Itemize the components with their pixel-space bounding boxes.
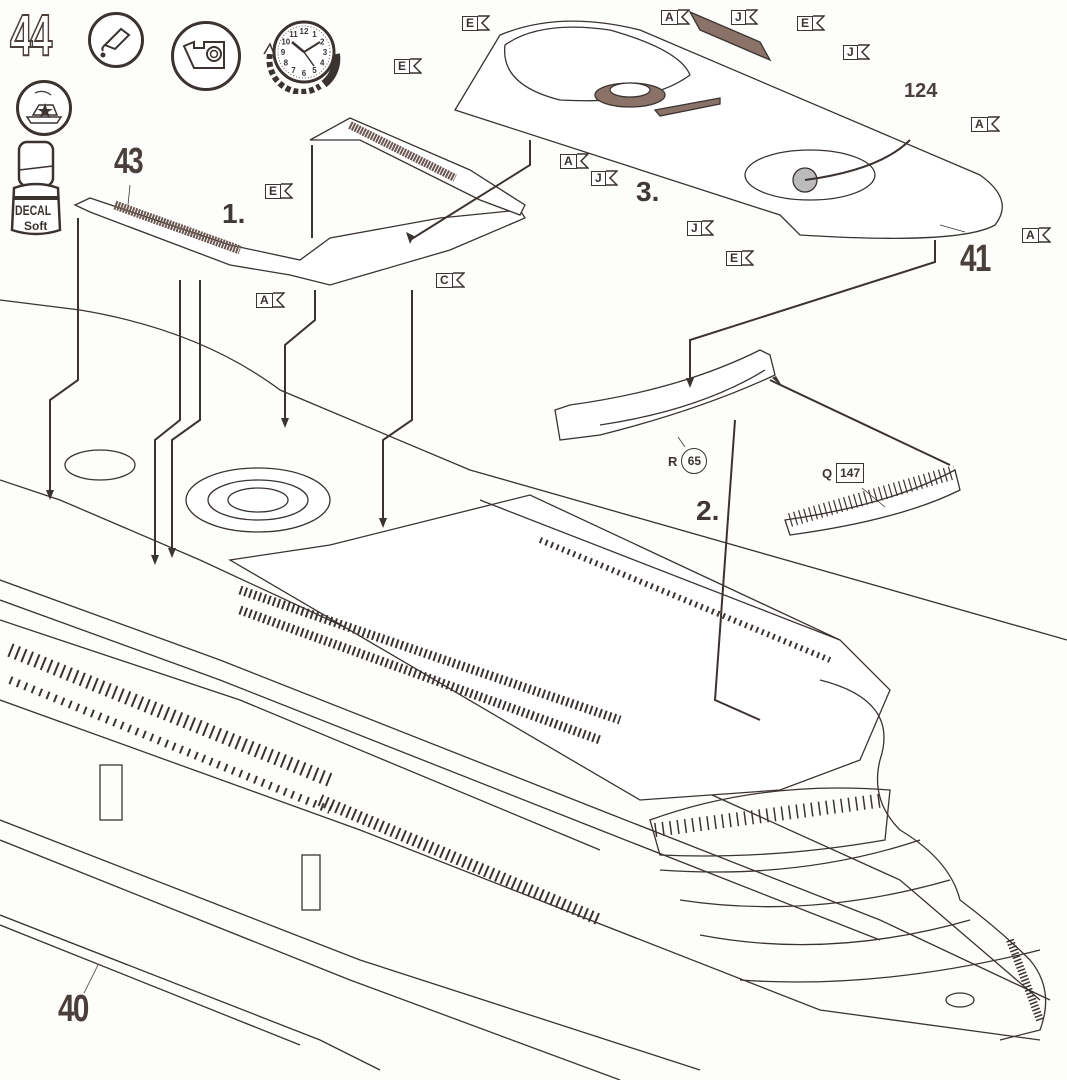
flag-letter: E [726,250,743,266]
clock-numeral: 9 [281,48,286,57]
clock-numeral: 6 [302,69,307,78]
flag-letter: A [560,153,577,169]
part-number-40: 40 [58,988,89,1030]
step-number: 44 [9,2,53,69]
color-flag-a: A [1022,227,1051,243]
color-flag-j: J [843,44,870,60]
reference-r65: R 65 [668,448,708,474]
flag-tail-icon [281,183,294,199]
flag-tail-icon [987,116,1000,132]
color-flag-a: A [971,116,1000,132]
color-flag-j: J [591,170,618,186]
clock-numeral: 5 [312,66,317,75]
flag-letter: C [436,272,453,288]
soft-label: Soft [24,219,48,233]
part-number-124: 124 [904,80,938,102]
clock-numeral: 12 [300,27,309,36]
color-flag-e: E [265,183,294,199]
clock-numeral: 1 [312,30,317,39]
flag-letter: E [462,15,479,31]
clock-numeral: 2 [320,38,325,47]
sub-step-2: 2. [696,495,720,526]
color-flag-e: E [726,250,755,266]
reference-letter: Q [822,465,833,481]
clock-numeral: 4 [320,59,325,68]
clock-numeral: 10 [281,38,290,47]
flag-letter: A [661,9,678,25]
flag-tail-icon [745,9,758,25]
clock-numeral: 3 [323,48,328,57]
flag-letter: E [797,15,814,31]
flag-tail-icon [410,58,423,74]
color-flag-a: A [560,153,589,169]
color-flag-j: J [687,220,714,236]
sub-step-1: 1. [222,198,246,229]
flag-tail-icon [742,250,755,266]
flag-tail-icon [1038,227,1051,243]
decal-soft-bottle: DECAL Soft [6,140,66,240]
flag-letter: J [731,9,746,25]
flag-tail-icon [452,272,465,288]
flag-letter: A [1022,227,1039,243]
decal-label: DECAL [15,202,52,218]
part-number-41: 41 [960,238,991,280]
flag-tail-icon [813,15,826,31]
clock-numeral: 8 [284,59,289,68]
color-flag-e: E [797,15,826,31]
flag-tail-icon [478,15,491,31]
decal-water-icon [16,80,72,136]
flag-tail-icon [701,220,714,236]
flag-letter: J [591,170,606,186]
tape-dispenser-icon [171,21,241,91]
flag-letter: J [687,220,702,236]
flag-tail-icon [576,153,589,169]
flag-letter: A [256,292,273,308]
flag-letter: J [843,44,858,60]
reference-letter: R [668,453,678,469]
flag-tail-icon [857,44,870,60]
sub-step-3: 3. [636,176,660,207]
color-flag-e: E [394,58,423,74]
color-flag-c: C [436,272,465,288]
flag-tail-icon [677,9,690,25]
clock-numeral: 7 [291,66,296,75]
reference-number: 147 [836,463,865,483]
flag-tail-icon [605,170,618,186]
flag-tail-icon [272,292,285,308]
reference-q147: Q 147 [822,463,865,483]
glue-tube-icon [88,12,144,68]
flag-letter: A [971,116,988,132]
color-flag-e: E [462,15,491,31]
clock-numeral: 11 [289,30,298,39]
color-flag-j: J [731,9,758,25]
flag-letter: E [394,58,411,74]
color-flag-a: A [661,9,690,25]
color-flag-a: A [256,292,285,308]
flag-letter: E [265,183,282,199]
part-number-43: 43 [114,140,144,181]
reference-number: 65 [681,448,708,474]
